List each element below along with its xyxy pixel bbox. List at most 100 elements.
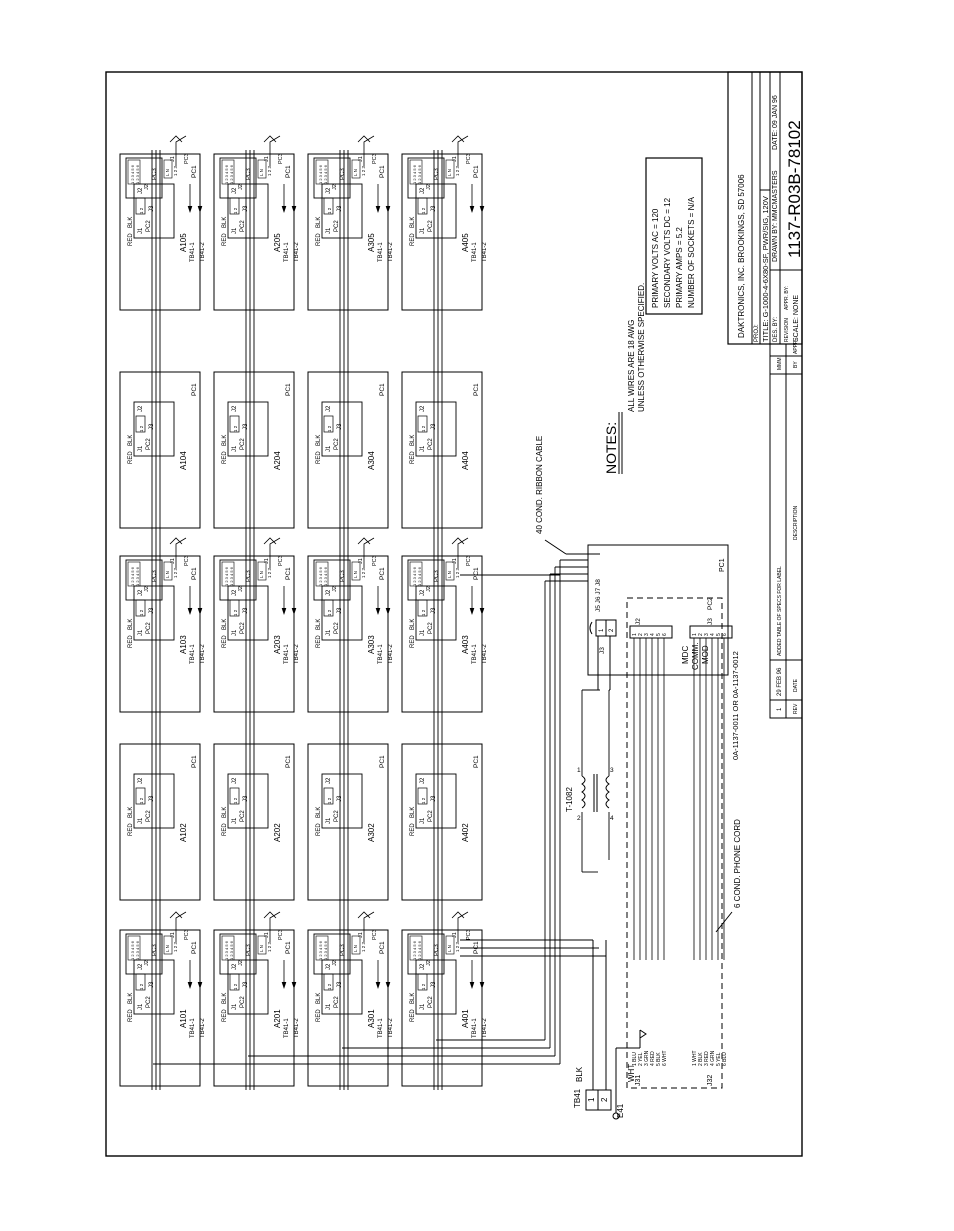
module-outline xyxy=(307,555,389,713)
pc3-corner-label: PC3 xyxy=(372,153,378,164)
j3-pins: 1 2 xyxy=(421,609,426,616)
ln-label: L N xyxy=(259,169,264,176)
blk-wire-label: BLK xyxy=(316,435,322,446)
j2-label: J2 xyxy=(326,777,332,784)
red-wire-label: RED xyxy=(316,823,322,836)
tb41-1-label: TB41-1 xyxy=(190,644,196,664)
pc3-board xyxy=(125,933,163,975)
pc3-board xyxy=(219,933,257,975)
tb41-1-label: TB41-1 xyxy=(284,1018,290,1038)
pc1-jacks-label: J5 J6 J7 J8 xyxy=(595,579,602,612)
pc1-label: PC1 xyxy=(379,567,386,580)
pc2-board xyxy=(227,773,269,829)
pc3-j2-header xyxy=(221,159,235,185)
module-id: A101 xyxy=(179,1009,188,1028)
pc3-j1-label: J1 xyxy=(170,932,176,938)
j1-label: J1 xyxy=(420,227,426,234)
transformer-pin2: 2 xyxy=(577,815,581,822)
j1-label: J1 xyxy=(420,629,426,636)
j3-pins: 1 2 xyxy=(139,425,144,432)
ln-label: L N xyxy=(165,945,170,952)
pc3-j2-header xyxy=(409,561,423,587)
pc1-j3-pin2: 2 xyxy=(609,628,615,632)
pc2-label: PC2 xyxy=(146,220,152,232)
ground-icon xyxy=(269,911,281,942)
red-wire-label: RED xyxy=(410,451,416,464)
pc3-pins-a: 1 2 3 4 5 6 xyxy=(318,164,323,184)
j1-label: J1 xyxy=(326,817,332,824)
j3-label: J3 xyxy=(149,981,155,988)
blk-wire-label: BLK xyxy=(128,807,134,818)
rev-header-date: DATE xyxy=(793,678,799,692)
pc3-corner-label: PC3 xyxy=(466,929,472,940)
module-id: A103 xyxy=(179,635,188,654)
module-outline xyxy=(213,371,295,529)
pc2-label: PC2 xyxy=(146,438,152,450)
j1-label: J1 xyxy=(138,227,144,234)
tb41-1-label: TB41-1 xyxy=(378,644,384,664)
pc3-pins-b: 1 2 3 4 5 6 xyxy=(323,164,328,184)
j3-pins: 1 2 xyxy=(233,797,238,804)
j3-connector xyxy=(135,787,146,805)
spec-primary-volts: PRIMARY VOLTS AC = 120 xyxy=(651,208,660,308)
pc2-label: PC2 xyxy=(240,996,246,1008)
pc3-label: PC3 xyxy=(246,168,252,180)
red-wire-label: RED xyxy=(316,451,322,464)
module-outline xyxy=(213,743,295,901)
j31-wire: 5 BLK xyxy=(656,1052,662,1066)
title-des-by: DES. BY: xyxy=(773,317,779,342)
j3-label: J3 xyxy=(149,607,155,614)
j3-label: J3 xyxy=(149,205,155,212)
pc3-j1-label: J1 xyxy=(358,558,364,564)
pc3-j1-label: J1 xyxy=(452,558,458,564)
pc3-j1-header xyxy=(445,159,455,179)
j32-wire: 5 YEL xyxy=(716,1052,722,1066)
module-id: A203 xyxy=(273,635,282,654)
mdc-module-name-3: MOD xyxy=(701,645,710,664)
module-outline xyxy=(401,743,483,901)
j3-label: J3 xyxy=(243,795,249,802)
j3-pins: 1 2 xyxy=(233,609,238,616)
pc2-board xyxy=(133,585,175,641)
j1-label: J1 xyxy=(138,817,144,824)
pc3-pins-b: 1 2 3 4 5 6 xyxy=(323,940,328,960)
pc2-board xyxy=(415,773,457,829)
pc2-label: PC2 xyxy=(240,220,246,232)
module-outline xyxy=(119,929,201,1087)
j3-pins: 1 2 xyxy=(421,425,426,432)
blk-wire-label: BLK xyxy=(222,619,228,630)
j1-pins: 1 2 3 xyxy=(361,567,366,578)
pc1-label: PC1 xyxy=(473,941,480,954)
pc3-corner-label: PC3 xyxy=(278,929,284,940)
module-outline xyxy=(307,743,389,901)
pc3-j2-header xyxy=(315,561,329,587)
j2-label: J2 xyxy=(326,589,332,596)
rev-description: ADDED TABLE OF SPECS FOR LABEL xyxy=(777,566,783,656)
pc3-pins-b: 1 2 3 4 5 6 xyxy=(229,940,234,960)
mdc-j3-label: J3 xyxy=(707,618,714,625)
j2-label: J2 xyxy=(420,405,426,412)
pc2-label: PC2 xyxy=(146,810,152,822)
j2-label: J2 xyxy=(420,187,426,194)
pc3-pins-a: 1 2 3 4 5 6 xyxy=(224,940,229,960)
blk-wire-label: BLK xyxy=(410,217,416,228)
pc1-label: PC1 xyxy=(191,383,198,396)
transformer-label: T-1082 xyxy=(565,787,574,812)
ln-label: L N xyxy=(447,945,452,952)
j1-pins: 1 2 3 xyxy=(267,567,272,578)
j1-label: J1 xyxy=(138,1003,144,1010)
rev-header-rev: REV xyxy=(793,703,799,714)
rev-header-description: DESCRIPTION xyxy=(793,505,799,540)
j3-connector xyxy=(323,787,334,805)
pc3-j1-label: J1 xyxy=(264,932,270,938)
red-wire-label: RED xyxy=(316,1009,322,1022)
pc3-board xyxy=(125,559,163,601)
rev-number: 1 xyxy=(777,707,783,711)
module-id: A104 xyxy=(179,451,188,470)
j1-label: J1 xyxy=(138,445,144,452)
pc2-label: PC2 xyxy=(240,438,246,450)
